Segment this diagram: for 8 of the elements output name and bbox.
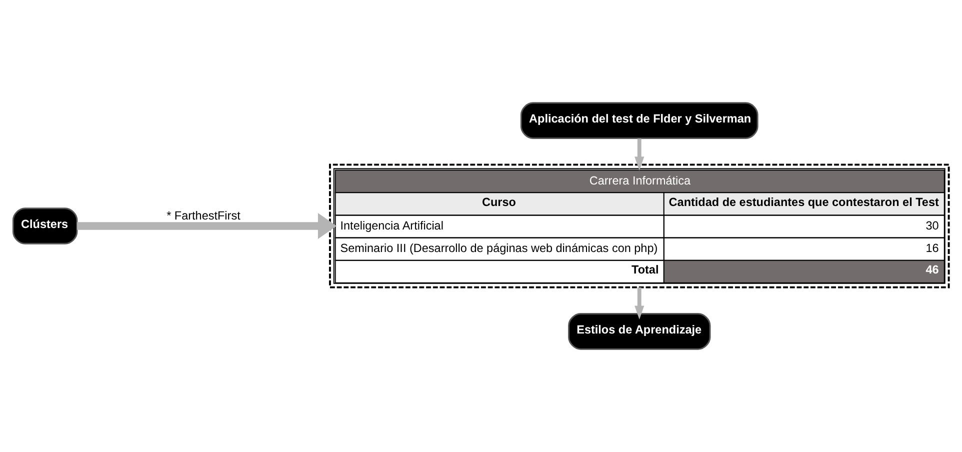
edge-label: * FarthestFirst	[166, 210, 240, 223]
arrow	[634, 138, 644, 170]
node-box: Clústers	[12, 208, 78, 244]
arrow	[77, 212, 337, 240]
node-box: Carrera Informática Curso Cantidad de estudiantes que contestaron el Test Inteligencia Artificial 30 Seminario III (Desarrollo de páginas web dinámicas con php) 16 Total 46	[329, 164, 950, 288]
arrow	[634, 287, 644, 320]
node-box: Estilos de Aprendizaje	[568, 313, 711, 350]
node-box: Aplicación del test de Flder y Silverman	[520, 102, 758, 139]
